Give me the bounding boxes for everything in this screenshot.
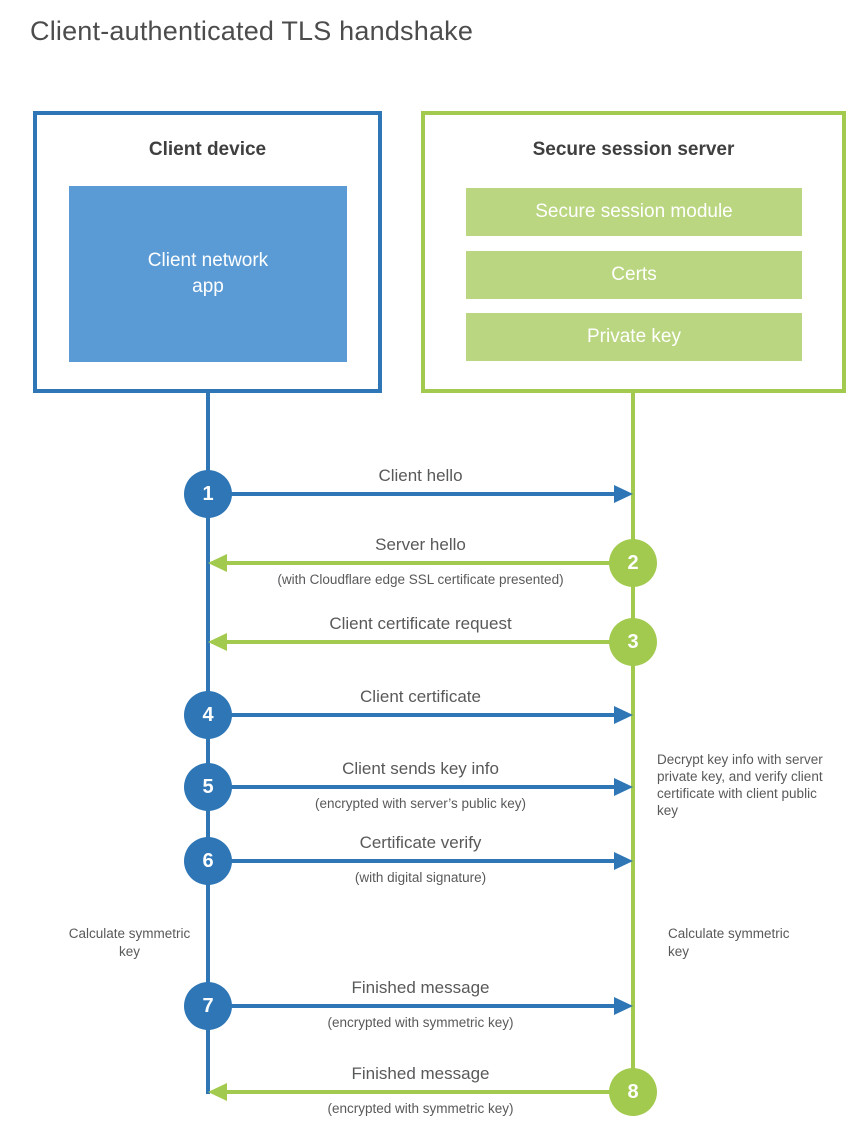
message-label: Finished message — [351, 1064, 490, 1083]
page-title: Client-authenticated TLS handshake — [30, 16, 474, 46]
message-label: Certificate verify — [359, 833, 482, 852]
step-circle-1: 1 — [184, 470, 232, 518]
calculate-symmetric-key-note-right: Calculate symmetric key — [668, 926, 790, 959]
message-label: Client hello — [378, 466, 463, 485]
client-network-app-box: Client network app — [69, 186, 347, 362]
message-label: Finished message — [351, 978, 490, 997]
server-module-bar: Certs — [466, 251, 802, 299]
step-circle-6: 6 — [184, 837, 232, 885]
message-label: Client sends key info — [342, 759, 499, 778]
step-circle-2: 2 — [609, 539, 657, 587]
secure-session-server-title: Secure session server — [532, 139, 735, 160]
arrow-right-icon — [614, 485, 633, 503]
arrow-line — [208, 859, 614, 863]
client-device-title: Client device — [148, 139, 267, 160]
message-label: Server hello — [375, 535, 466, 554]
step-circle-7: 7 — [184, 982, 232, 1030]
arrow-line — [208, 492, 614, 496]
message-sublabel: (with Cloudflare edge SSL certificate pr… — [277, 572, 564, 587]
arrow-right-icon — [614, 997, 633, 1015]
step-circle-5: 5 — [184, 763, 232, 811]
message-sublabel: (with digital signature) — [354, 870, 487, 885]
arrow-line — [227, 1090, 633, 1094]
secure-session-module-label: Secure session module — [535, 201, 733, 222]
message-sublabel: (encrypted with symmetric key) — [327, 1015, 514, 1030]
arrow-line — [208, 713, 614, 717]
private-key-label: Private key — [587, 326, 681, 347]
arrow-right-icon — [614, 778, 633, 796]
arrow-right-icon — [614, 852, 633, 870]
message-label: Client certificate — [360, 687, 481, 706]
arrow-line — [208, 1004, 614, 1008]
arrow-line — [227, 561, 633, 565]
server-module-bar: Secure session module — [466, 188, 802, 236]
arrow-line — [208, 785, 614, 789]
server-module-bar: Private key — [466, 313, 802, 361]
client-network-app-label: Client network app — [147, 250, 269, 297]
certs-label: Certs — [611, 264, 657, 285]
message-label: Client certificate request — [329, 614, 512, 633]
arrow-left-icon — [208, 554, 227, 572]
step-circle-3: 3 — [609, 618, 657, 666]
server-lifeline — [631, 393, 635, 1092]
arrow-left-icon — [208, 1083, 227, 1101]
arrow-right-icon — [614, 706, 633, 724]
calculate-symmetric-key-note-left: Calculate symmetric key — [68, 926, 191, 959]
message-sublabel: (encrypted with server’s public key) — [314, 796, 527, 811]
arrow-line — [227, 640, 633, 644]
decrypt-key-info-note: Decrypt key info with server private key… — [657, 752, 823, 819]
step-circle-4: 4 — [184, 691, 232, 739]
step-circle-8: 8 — [609, 1068, 657, 1116]
client-lifeline — [206, 393, 210, 1094]
arrow-left-icon — [208, 633, 227, 651]
message-sublabel: (encrypted with symmetric key) — [327, 1101, 514, 1116]
